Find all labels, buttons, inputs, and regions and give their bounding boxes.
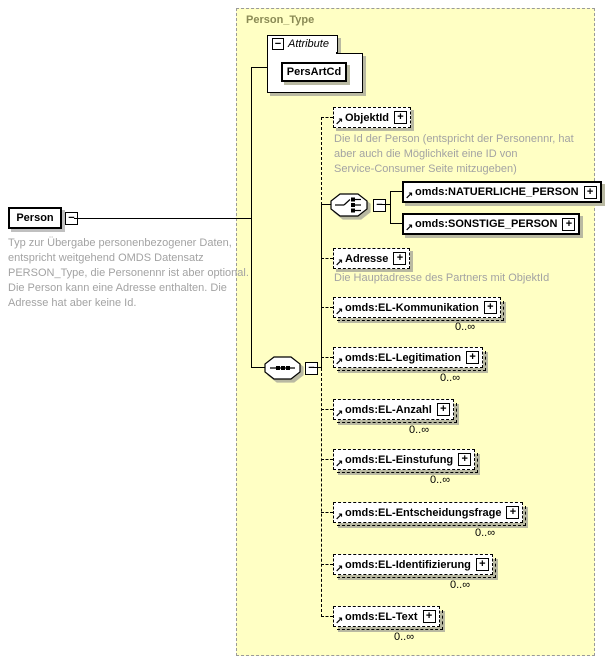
element-natuerliche-person[interactable]: ↗ omds:NATUERLICHE_PERSON +	[402, 181, 602, 203]
expand-icon[interactable]: +	[583, 185, 597, 199]
occurrence-label: 0..∞	[409, 424, 430, 436]
element-reference-icon: ↗	[335, 117, 344, 128]
element-el-entscheidungsfrage[interactable]: ↗ omds:EL-Entscheidungsfrage +	[333, 502, 527, 526]
connector-line	[251, 67, 252, 368]
expand-icon[interactable]: +	[506, 506, 520, 519]
element-reference-icon: ↗	[405, 191, 414, 202]
occurrence-label: 0..∞	[394, 631, 415, 643]
element-el-legitimation[interactable]: ↗ omds:EL-Legitimation +	[333, 347, 487, 371]
attribute-persartcd-label: PersArtCd	[286, 66, 342, 78]
connector-line	[313, 367, 321, 368]
expand-icon[interactable]: +	[562, 217, 576, 231]
expand-icon[interactable]: +	[422, 610, 436, 623]
occurrence-label: 0..∞	[430, 474, 451, 486]
expand-icon[interactable]: +	[466, 351, 480, 364]
connector-line	[251, 67, 267, 68]
adresse-annotation: Die Hauptadresse des Partners mit Objekt…	[334, 272, 550, 284]
person-type-label: Person_Type	[246, 14, 315, 26]
collapse-icon[interactable]: −	[305, 362, 318, 375]
attribute-group-title: Attribute	[288, 38, 329, 50]
element-el-einstufung[interactable]: ↗ omds:EL-Einstufung +	[333, 449, 479, 473]
connector-line	[321, 205, 322, 368]
attribute-group-tab[interactable]: − Attribute	[267, 35, 338, 53]
connector-line	[390, 191, 391, 224]
connector-line	[321, 357, 333, 358]
connector-line	[321, 512, 333, 513]
occurrence-label: 0..∞	[475, 527, 496, 539]
element-reference-icon: ↗	[405, 223, 414, 234]
element-adresse[interactable]: ↗ Adresse +	[333, 248, 411, 269]
element-el-kommunikation[interactable]: ↗ omds:EL-Kommunikation +	[333, 297, 504, 321]
connector-line	[321, 409, 333, 410]
element-reference-icon: ↗	[335, 459, 344, 470]
element-reference-icon: ↗	[335, 357, 344, 368]
person-annotation: Typ zur Übergabe personenbezogener Daten…	[8, 237, 249, 309]
element-reference-icon: ↗	[335, 307, 344, 318]
occurrence-label: 0..∞	[455, 321, 476, 333]
collapse-icon[interactable]: −	[373, 199, 386, 212]
connector-line	[321, 459, 333, 460]
connector-line	[381, 204, 390, 205]
element-reference-icon: ↗	[335, 564, 344, 575]
occurrence-label: 0..∞	[440, 372, 461, 384]
sequence-compositor-icon[interactable]	[264, 356, 301, 380]
choice-compositor-icon[interactable]	[330, 193, 368, 217]
objektid-annotation: Die Id der Person (entspricht der Person…	[334, 133, 574, 175]
expand-icon[interactable]: +	[394, 111, 408, 124]
occurrence-label: 0..∞	[450, 579, 471, 591]
element-el-anzahl[interactable]: ↗ omds:EL-Anzahl +	[333, 399, 457, 423]
element-el-text[interactable]: ↗ omds:EL-Text +	[333, 606, 443, 630]
connector-line	[321, 564, 333, 565]
connector-line	[321, 616, 333, 617]
expand-icon[interactable]: +	[436, 403, 450, 416]
connector-line	[321, 204, 331, 205]
expand-icon[interactable]: +	[483, 301, 497, 314]
attribute-group-seam	[268, 52, 336, 54]
element-reference-icon: ↗	[335, 512, 344, 523]
expand-icon[interactable]: +	[393, 252, 407, 265]
connector-line	[321, 258, 333, 259]
element-person-label: Person	[16, 212, 54, 224]
element-el-identifizierung[interactable]: ↗ omds:EL-Identifizierung +	[333, 554, 496, 578]
connector-line	[321, 117, 333, 118]
person-type-container	[236, 8, 595, 656]
connector-line	[251, 367, 265, 368]
element-person[interactable]: Person	[8, 207, 62, 229]
connector-line	[390, 191, 402, 192]
attribute-group: − Attribute PersArtCd	[267, 35, 363, 93]
element-reference-icon: ↗	[335, 409, 344, 420]
connector-line	[321, 368, 322, 617]
connector-line	[74, 218, 251, 219]
expand-icon[interactable]: +	[475, 558, 489, 571]
expand-icon[interactable]: +	[458, 453, 472, 466]
connector-line	[321, 307, 333, 308]
element-reference-icon: ↗	[335, 258, 344, 269]
connector-line	[390, 223, 402, 224]
element-sonstige-person[interactable]: ↗ omds:SONSTIGE_PERSON +	[402, 213, 581, 235]
element-reference-icon: ↗	[335, 616, 344, 627]
connector-line	[321, 117, 322, 205]
collapse-icon[interactable]: −	[272, 38, 284, 50]
element-objektid[interactable]: ↗ ObjektId +	[333, 107, 412, 128]
attribute-persartcd[interactable]: PersArtCd	[281, 62, 347, 82]
